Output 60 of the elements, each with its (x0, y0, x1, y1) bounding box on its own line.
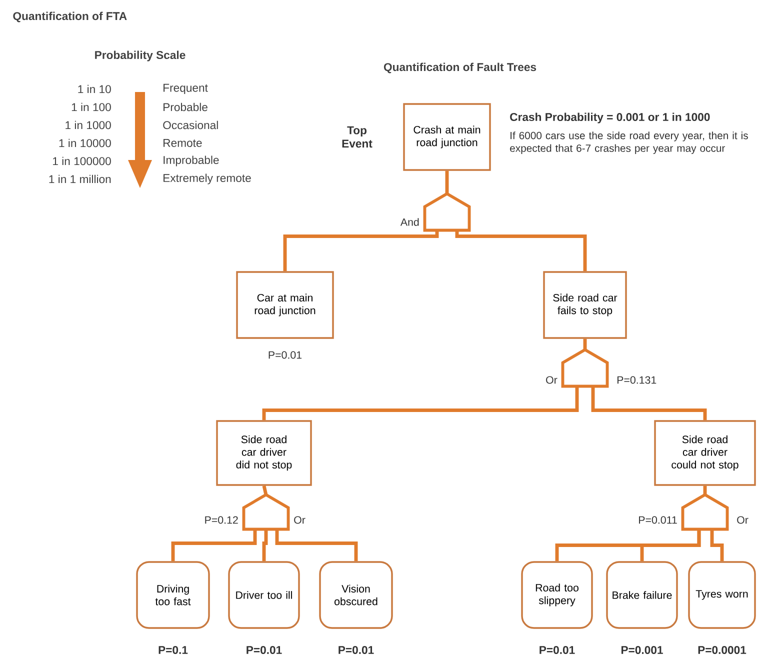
probability-label: P=0.01 (540, 646, 575, 654)
logic-gate (681, 493, 729, 531)
logic-gate (423, 192, 471, 232)
probability-label: P=0.0001 (698, 646, 746, 654)
connector (640, 529, 701, 562)
connector (710, 529, 724, 562)
connector (583, 338, 587, 350)
event-label: Top Event (342, 126, 372, 148)
gate-label: And (400, 218, 419, 226)
connector (703, 486, 707, 495)
connector (262, 529, 268, 562)
probability-label: Crash Probability = 0.001 or 1 in 1000 (510, 112, 710, 124)
note-text: If 6000 cars use the side road every year, then it is expected that 6-7 crashes per year may occur (510, 132, 748, 154)
probability-label: P=0.01 (246, 646, 282, 654)
gate-label: P=0.011 (639, 516, 677, 524)
fault-box: Side road car driver could not stop (654, 420, 756, 486)
gate-label: Or (737, 516, 748, 524)
scale-label: 1 in 10 (78, 84, 111, 94)
gate-label: P=0.131 (617, 376, 656, 384)
scale-label: Improbable (164, 156, 219, 166)
scale-label: Occasional (163, 120, 218, 130)
fault-box: Side road car fails to stop (543, 271, 627, 339)
event-box: Driver too ill (228, 561, 300, 629)
gate-label: P=0.12 (205, 516, 238, 524)
connector (262, 386, 579, 420)
connector (283, 230, 439, 272)
connector (591, 386, 707, 420)
scale-label: Extremely remote (164, 174, 251, 184)
event-box: Road too slippery (521, 561, 593, 629)
probability-label: P=0.01 (268, 351, 302, 359)
heading: Quantification of Fault Trees (384, 62, 536, 74)
scale-label: 1 in 1 million (49, 174, 111, 184)
fault-box: Side road car driver did not stop (216, 420, 312, 486)
connector (455, 230, 587, 272)
gate-label: Or (294, 516, 306, 524)
event-box: Brake failure (606, 561, 678, 629)
scale-label: 1 in 100 (72, 102, 111, 112)
fault-box: Crash at main road junction (403, 103, 491, 171)
event-box: Tyres worn (688, 561, 756, 629)
connector (445, 170, 449, 194)
probability-label: P=0.1 (158, 646, 188, 654)
scale-label: 1 in 100000 (53, 156, 111, 166)
connector (275, 529, 358, 562)
scale-label: Probable (164, 102, 208, 112)
probability-label: P=0.01 (338, 646, 374, 654)
logic-gate (242, 493, 290, 531)
heading: Probability Scale (95, 50, 186, 62)
scale-label: Remote (164, 139, 202, 147)
gate-label: Or (546, 376, 558, 384)
fault-box: Car at main road junction (236, 271, 334, 339)
connector (171, 529, 257, 562)
event-box: Vision obscured (319, 561, 393, 629)
scale-label: 1 in 10000 (59, 138, 111, 148)
title: Quantification of FTA (13, 12, 127, 22)
connector (262, 485, 268, 496)
probability-label: P=0.001 (621, 646, 663, 654)
event-box: Driving too fast (136, 561, 210, 629)
logic-gate (561, 348, 609, 388)
scale-label: Frequent (164, 84, 208, 94)
scale-label: 1 in 1000 (66, 120, 111, 130)
